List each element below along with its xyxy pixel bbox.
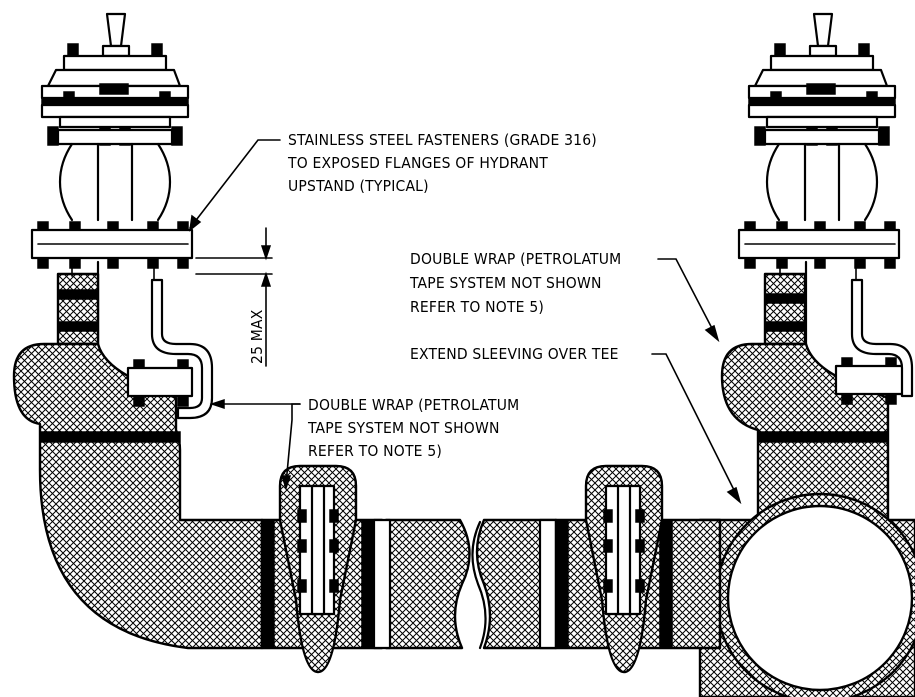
dimension-25-max: 25 MAX xyxy=(195,227,273,367)
double-wrap-right-line-3: REFER TO NOTE 5) xyxy=(410,298,544,316)
main-pipe xyxy=(260,518,722,650)
double-wrap-left-line-1: DOUBLE WRAP (PETROLATUM xyxy=(308,396,519,414)
fasteners-line-3: UPSTAND (TYPICAL) xyxy=(288,177,429,195)
extend-sleeving-text: EXTEND SLEEVING OVER TEE xyxy=(410,345,619,363)
coupling-left xyxy=(278,464,358,674)
left-hydrant-valve xyxy=(30,12,194,269)
double-wrap-left-line-2: TAPE SYSTEM NOT SHOWN xyxy=(307,419,500,437)
annotation-fasteners: STAINLESS STEEL FASTENERS (GRADE 316) TO… xyxy=(287,131,597,195)
left-bend-assembly xyxy=(12,260,264,650)
right-tee-assembly xyxy=(698,260,915,697)
fasteners-line-1: STAINLESS STEEL FASTENERS (GRADE 316) xyxy=(288,131,597,149)
double-wrap-right-line-1: DOUBLE WRAP (PETROLATUM xyxy=(410,250,621,268)
double-wrap-left-line-3: REFER TO NOTE 5) xyxy=(308,442,442,460)
annotation-double-wrap-right: DOUBLE WRAP (PETROLATUM TAPE SYSTEM NOT … xyxy=(409,250,621,316)
right-hydrant-valve xyxy=(737,12,901,269)
annotation-double-wrap-left: DOUBLE WRAP (PETROLATUM TAPE SYSTEM NOT … xyxy=(307,396,519,460)
annotation-extend-sleeving: EXTEND SLEEVING OVER TEE xyxy=(410,345,619,363)
double-wrap-right-line-2: TAPE SYSTEM NOT SHOWN xyxy=(409,274,602,292)
fasteners-line-2: TO EXPOSED FLANGES OF HYDRANT xyxy=(287,154,548,172)
dimension-label: 25 MAX xyxy=(248,309,266,364)
coupling-right xyxy=(584,464,664,674)
leader-lines xyxy=(188,139,742,505)
